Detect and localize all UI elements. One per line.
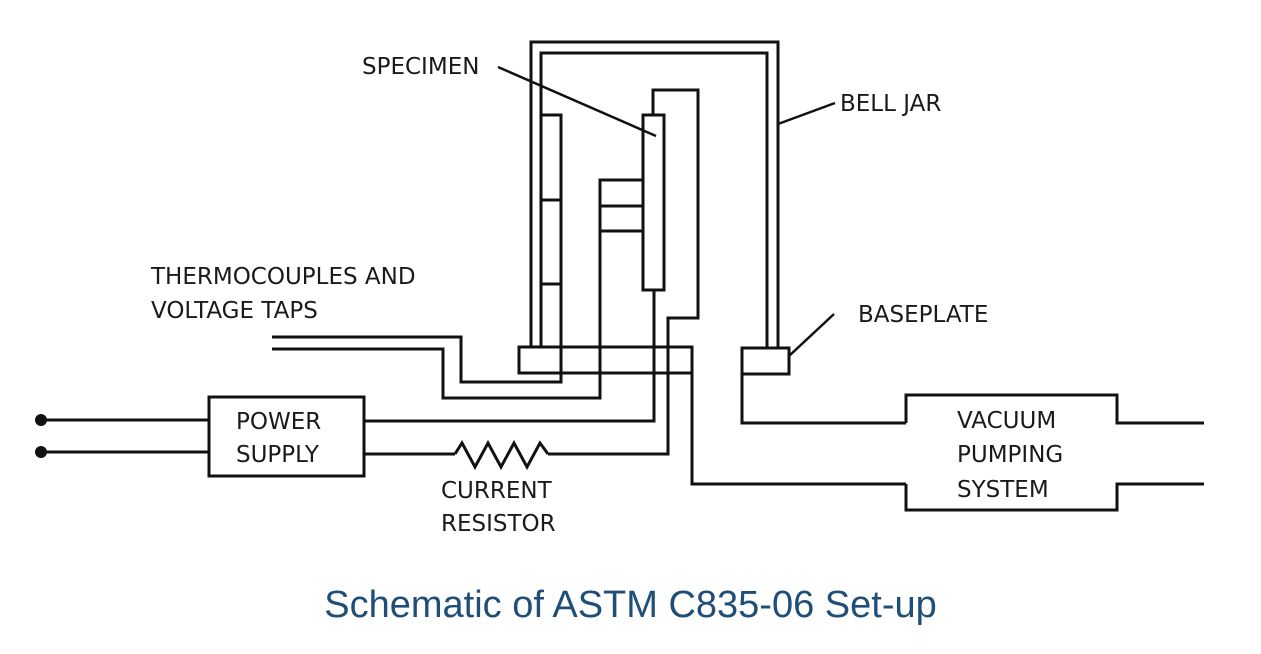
bell-jar-label: BELL JAR xyxy=(840,91,941,117)
specimen-leader xyxy=(497,65,657,138)
specimen-label: SPECIMEN xyxy=(362,54,479,80)
vacuum-label-line3: SYSTEM xyxy=(957,477,1049,503)
bell-jar-leader xyxy=(777,101,836,126)
terminal-bottom xyxy=(35,446,47,458)
power-supply-label-line2: SUPPLY xyxy=(236,442,320,468)
baseplate-label: BASEPLATE xyxy=(858,302,988,328)
left-baseplate xyxy=(517,345,694,375)
current-resistor-label-line1: CURRENT xyxy=(441,478,553,504)
vacuum-line-lower xyxy=(690,373,906,486)
vacuum-label-line1: VACUUM xyxy=(957,408,1056,434)
right-baseplate xyxy=(740,346,791,376)
power-supply xyxy=(207,395,366,478)
vacuum-pumping-system xyxy=(904,393,1204,512)
current-resistor-label-line2: RESISTOR xyxy=(441,511,556,537)
terminal-top xyxy=(35,414,47,426)
thermocouples-label-line1: THERMOCOUPLES AND xyxy=(150,264,416,290)
lower-current-lead xyxy=(365,290,656,423)
power-supply-label-line1: POWER xyxy=(236,409,321,435)
baseplate-leader xyxy=(788,313,835,357)
figure-caption: Schematic of ASTM C835-06 Set-up xyxy=(324,584,937,626)
heater-strip xyxy=(272,113,563,384)
vacuum-label-line2: PUMPING xyxy=(957,442,1063,468)
thermocouples-label-line2: VOLTAGE TAPS xyxy=(151,298,318,324)
bell-jar-outer-wall xyxy=(529,40,780,349)
specimen xyxy=(641,113,666,292)
vacuum-line-upper xyxy=(740,374,906,425)
current-resistor xyxy=(453,439,550,471)
